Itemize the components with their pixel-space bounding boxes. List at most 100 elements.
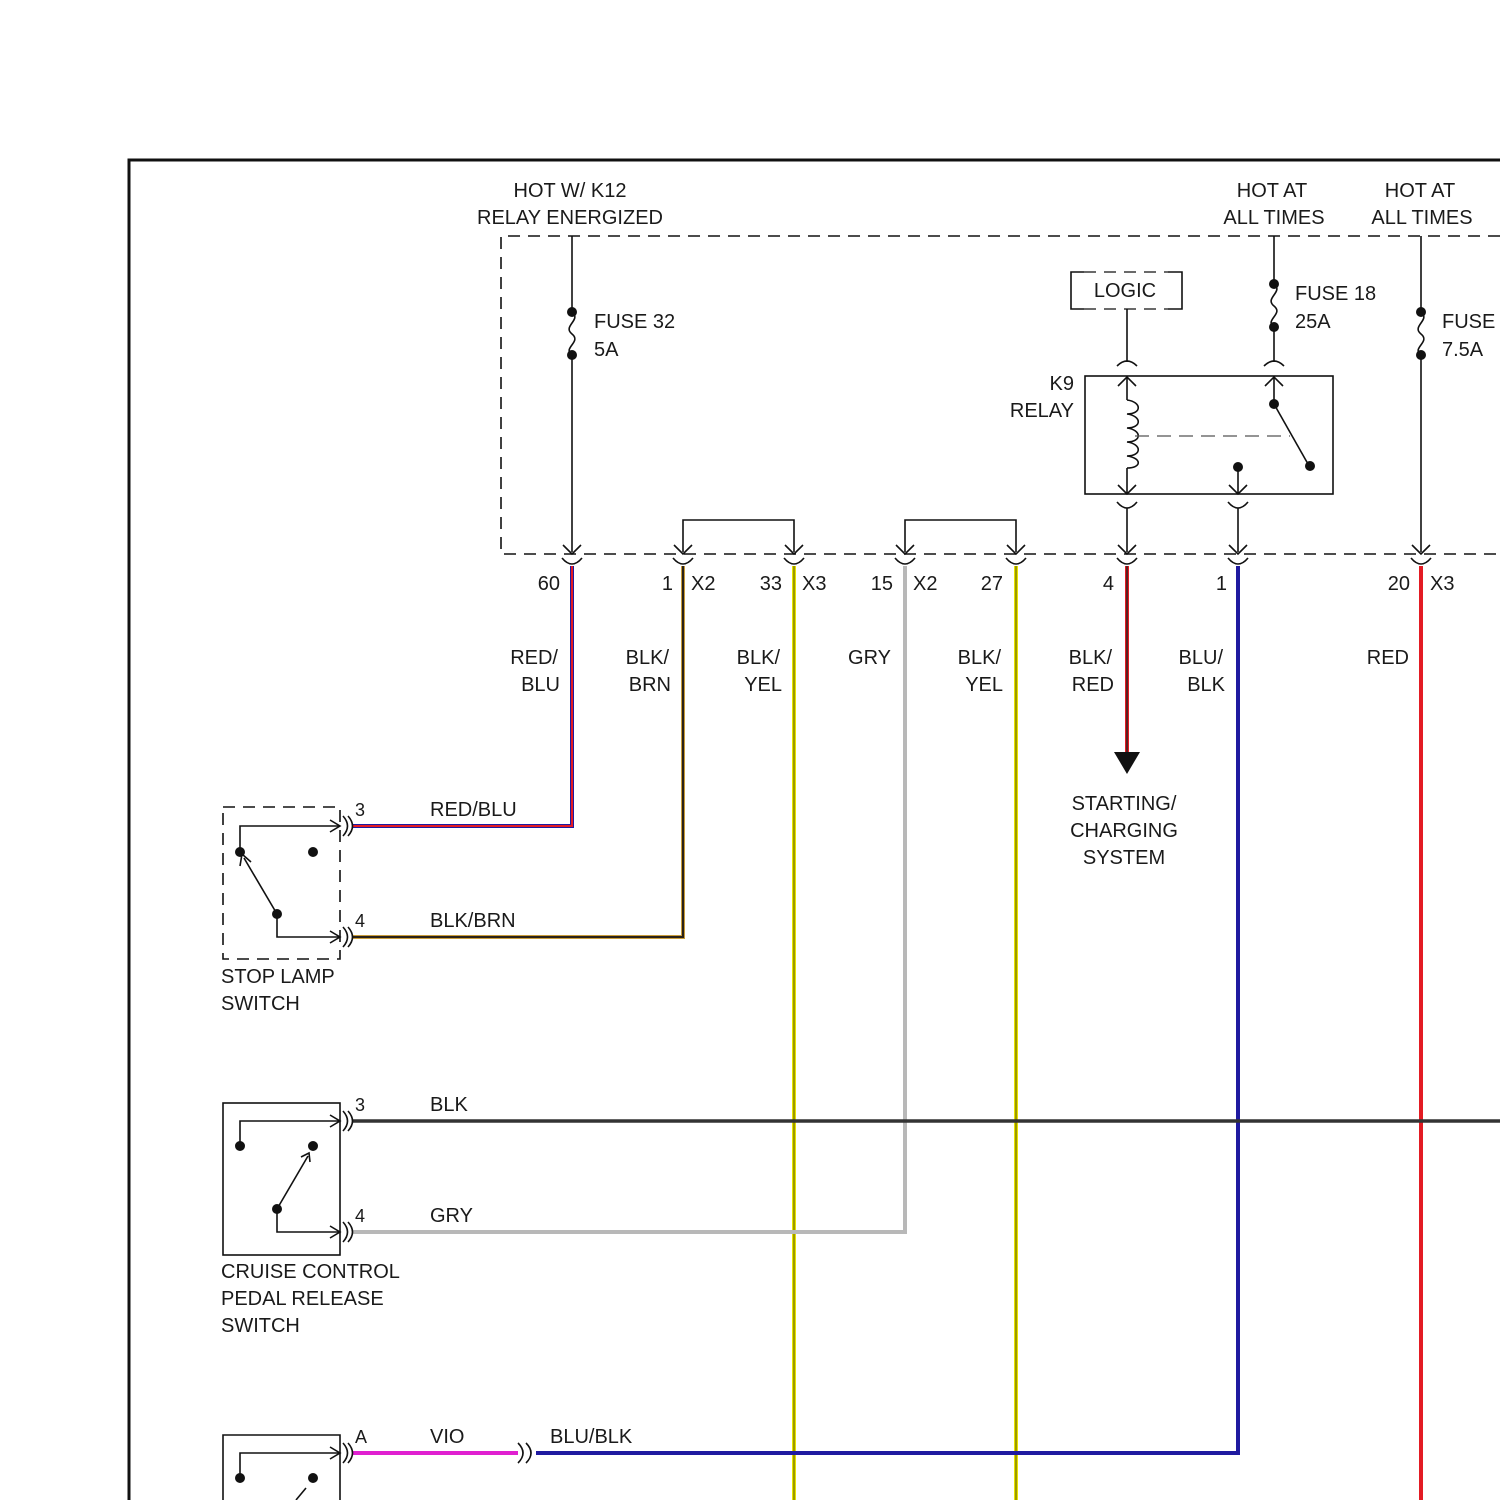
wire-label-blk-yel-a1: BLK/ [737, 647, 781, 669]
wire-label-blu-blk-1: BLU/ [1179, 647, 1224, 669]
hot-at-all-times-2-line2: ALL TIMES [1371, 207, 1472, 229]
bottom-switch-arm [296, 1488, 306, 1500]
starting-charging-line3: SYSTEM [1083, 847, 1165, 869]
k9-relay-body [1085, 376, 1333, 494]
hot-at-all-times-1-line1: HOT AT [1237, 180, 1307, 202]
connector-cup-6 [1228, 558, 1248, 564]
cruise-pin4-wire: GRY [430, 1205, 473, 1227]
pin-60: 60 [538, 573, 560, 595]
starting-charging-line2: CHARGING [1070, 820, 1178, 842]
cruise-switch-label-line2: PEDAL RELEASE [221, 1288, 384, 1310]
fuse-right-rating: 7.5A [1442, 339, 1484, 361]
wire-label-red-blu-2: BLU [521, 674, 560, 696]
bottom-switch-contact-left [235, 1473, 245, 1483]
fuse32-symbol [569, 312, 575, 355]
switch-connector-b-2 [348, 1111, 353, 1131]
switch-connector-a-1 [343, 927, 348, 947]
connector-cup-2 [784, 558, 804, 564]
inline-connector-vio-blublk [518, 1443, 531, 1463]
stop-lamp-pin3-wire: RED/BLU [430, 799, 517, 821]
wire-label-blk-red-1: BLK/ [1069, 647, 1113, 669]
k9-relay-label-line2: RELAY [1010, 400, 1074, 422]
wire-label-blk-yel-b2: YEL [965, 674, 1003, 696]
stop-lamp-contact-right [308, 847, 318, 857]
arrow-to-starting-charging [1114, 752, 1140, 774]
connector-cup-0 [562, 558, 582, 564]
relay-connector-pins [1117, 361, 1284, 508]
pin-15: 15 [871, 573, 893, 595]
fuse32-rating: 5A [594, 339, 619, 361]
relay-bottom-cup-coil [1117, 502, 1137, 508]
pin-33: 33 [760, 573, 782, 595]
relay-coil [1127, 400, 1138, 468]
wire-label-blu-blk-2: BLK [1187, 674, 1225, 696]
relay-top-cup-switch [1264, 361, 1284, 366]
logic-label: LOGIC [1094, 280, 1156, 302]
stop-lamp-switch-bottom-lead [277, 914, 340, 937]
jumper-15-27 [905, 520, 1016, 552]
wire-label-blk-yel-a2: YEL [744, 674, 782, 696]
cruise-switch-label-line3: SWITCH [221, 1315, 300, 1337]
wire-blk-brn-stripe [352, 566, 683, 937]
wire-red-blu [352, 566, 572, 826]
pin-4: 4 [1103, 573, 1114, 595]
fuse32-label: FUSE 32 [594, 311, 675, 333]
cruise-switch-top-lead [240, 1121, 340, 1146]
connector-cup-1 [673, 558, 693, 564]
wire-label-blk-yel-b1: BLK/ [958, 647, 1002, 669]
wire-label-blk-brn-2: BRN [629, 674, 671, 696]
wire-label-blk-red-2: RED [1072, 674, 1114, 696]
cruise-contact-left [235, 1141, 245, 1151]
pin-1-relay: 1 [1216, 573, 1227, 595]
fuse-right-symbol [1418, 312, 1424, 355]
starting-charging-line1: STARTING/ [1072, 793, 1177, 815]
hot-k12-label-line1: HOT W/ K12 [514, 180, 627, 202]
bottom-switch-top-lead [240, 1453, 340, 1478]
fuse18-rating: 25A [1295, 311, 1331, 333]
wire-label-blk-brn-1: BLK/ [626, 647, 670, 669]
switch-connector-b-1 [348, 927, 353, 947]
stop-lamp-switch-label-line2: SWITCH [221, 993, 300, 1015]
splice-wire-blu-blk: BLU/BLK [550, 1426, 633, 1448]
bottom-switch-contact-right [308, 1473, 318, 1483]
wire-blk-brn [352, 566, 683, 937]
wire-blu-blk [536, 566, 1238, 1453]
connector-cup-7 [1411, 558, 1431, 564]
cruise-pin3-wire: BLK [430, 1094, 468, 1116]
wire-label-red-blu-1: RED/ [510, 647, 558, 669]
bottom-switch-pin-a-wire: VIO [430, 1426, 464, 1448]
wire-label-gry: GRY [848, 647, 891, 669]
cruise-pin3: 3 [355, 1095, 365, 1115]
relay-top-cup-coil [1117, 361, 1137, 366]
bottom-switch-pin-a: A [355, 1427, 367, 1447]
switch-connector-a-0 [343, 816, 348, 836]
wire-red-blu-stripe [352, 566, 572, 826]
stop-lamp-switch-top-lead [240, 826, 340, 852]
logic-box-left [1071, 272, 1084, 309]
cruise-switch-label-line1: CRUISE CONTROL [221, 1261, 400, 1283]
pin-27: 27 [981, 573, 1003, 595]
stop-lamp-pin4: 4 [355, 911, 365, 931]
stop-lamp-pin3: 3 [355, 800, 365, 820]
switch-connector-marks [343, 816, 353, 1463]
connector-cup-3 [895, 558, 915, 564]
connector-x2-b: X2 [913, 573, 937, 595]
relay-bottom-cup-switch [1228, 502, 1248, 508]
connector-cup-4 [1006, 558, 1026, 564]
stop-lamp-switch-label-line1: STOP LAMP [221, 966, 335, 988]
stop-lamp-pin4-wire: BLK/BRN [430, 910, 516, 932]
hot-at-all-times-1-line2: ALL TIMES [1223, 207, 1324, 229]
connector-x3-a: X3 [802, 573, 826, 595]
cruise-pin4: 4 [355, 1206, 365, 1226]
connector-x2-a: X2 [691, 573, 715, 595]
connector-x3-b: X3 [1430, 573, 1454, 595]
fuse18-symbol [1271, 284, 1277, 327]
fuse-right-label: FUSE [1442, 311, 1495, 333]
connector-cup-5 [1117, 558, 1137, 564]
switch-connector-b-3 [348, 1222, 353, 1242]
jumper-1-33 [683, 520, 794, 552]
cruise-switch-arm [277, 1156, 308, 1209]
stop-lamp-switch-arm [244, 858, 277, 914]
switch-connector-a-3 [343, 1222, 348, 1242]
hot-k12-label-line2: RELAY ENERGIZED [477, 207, 663, 229]
